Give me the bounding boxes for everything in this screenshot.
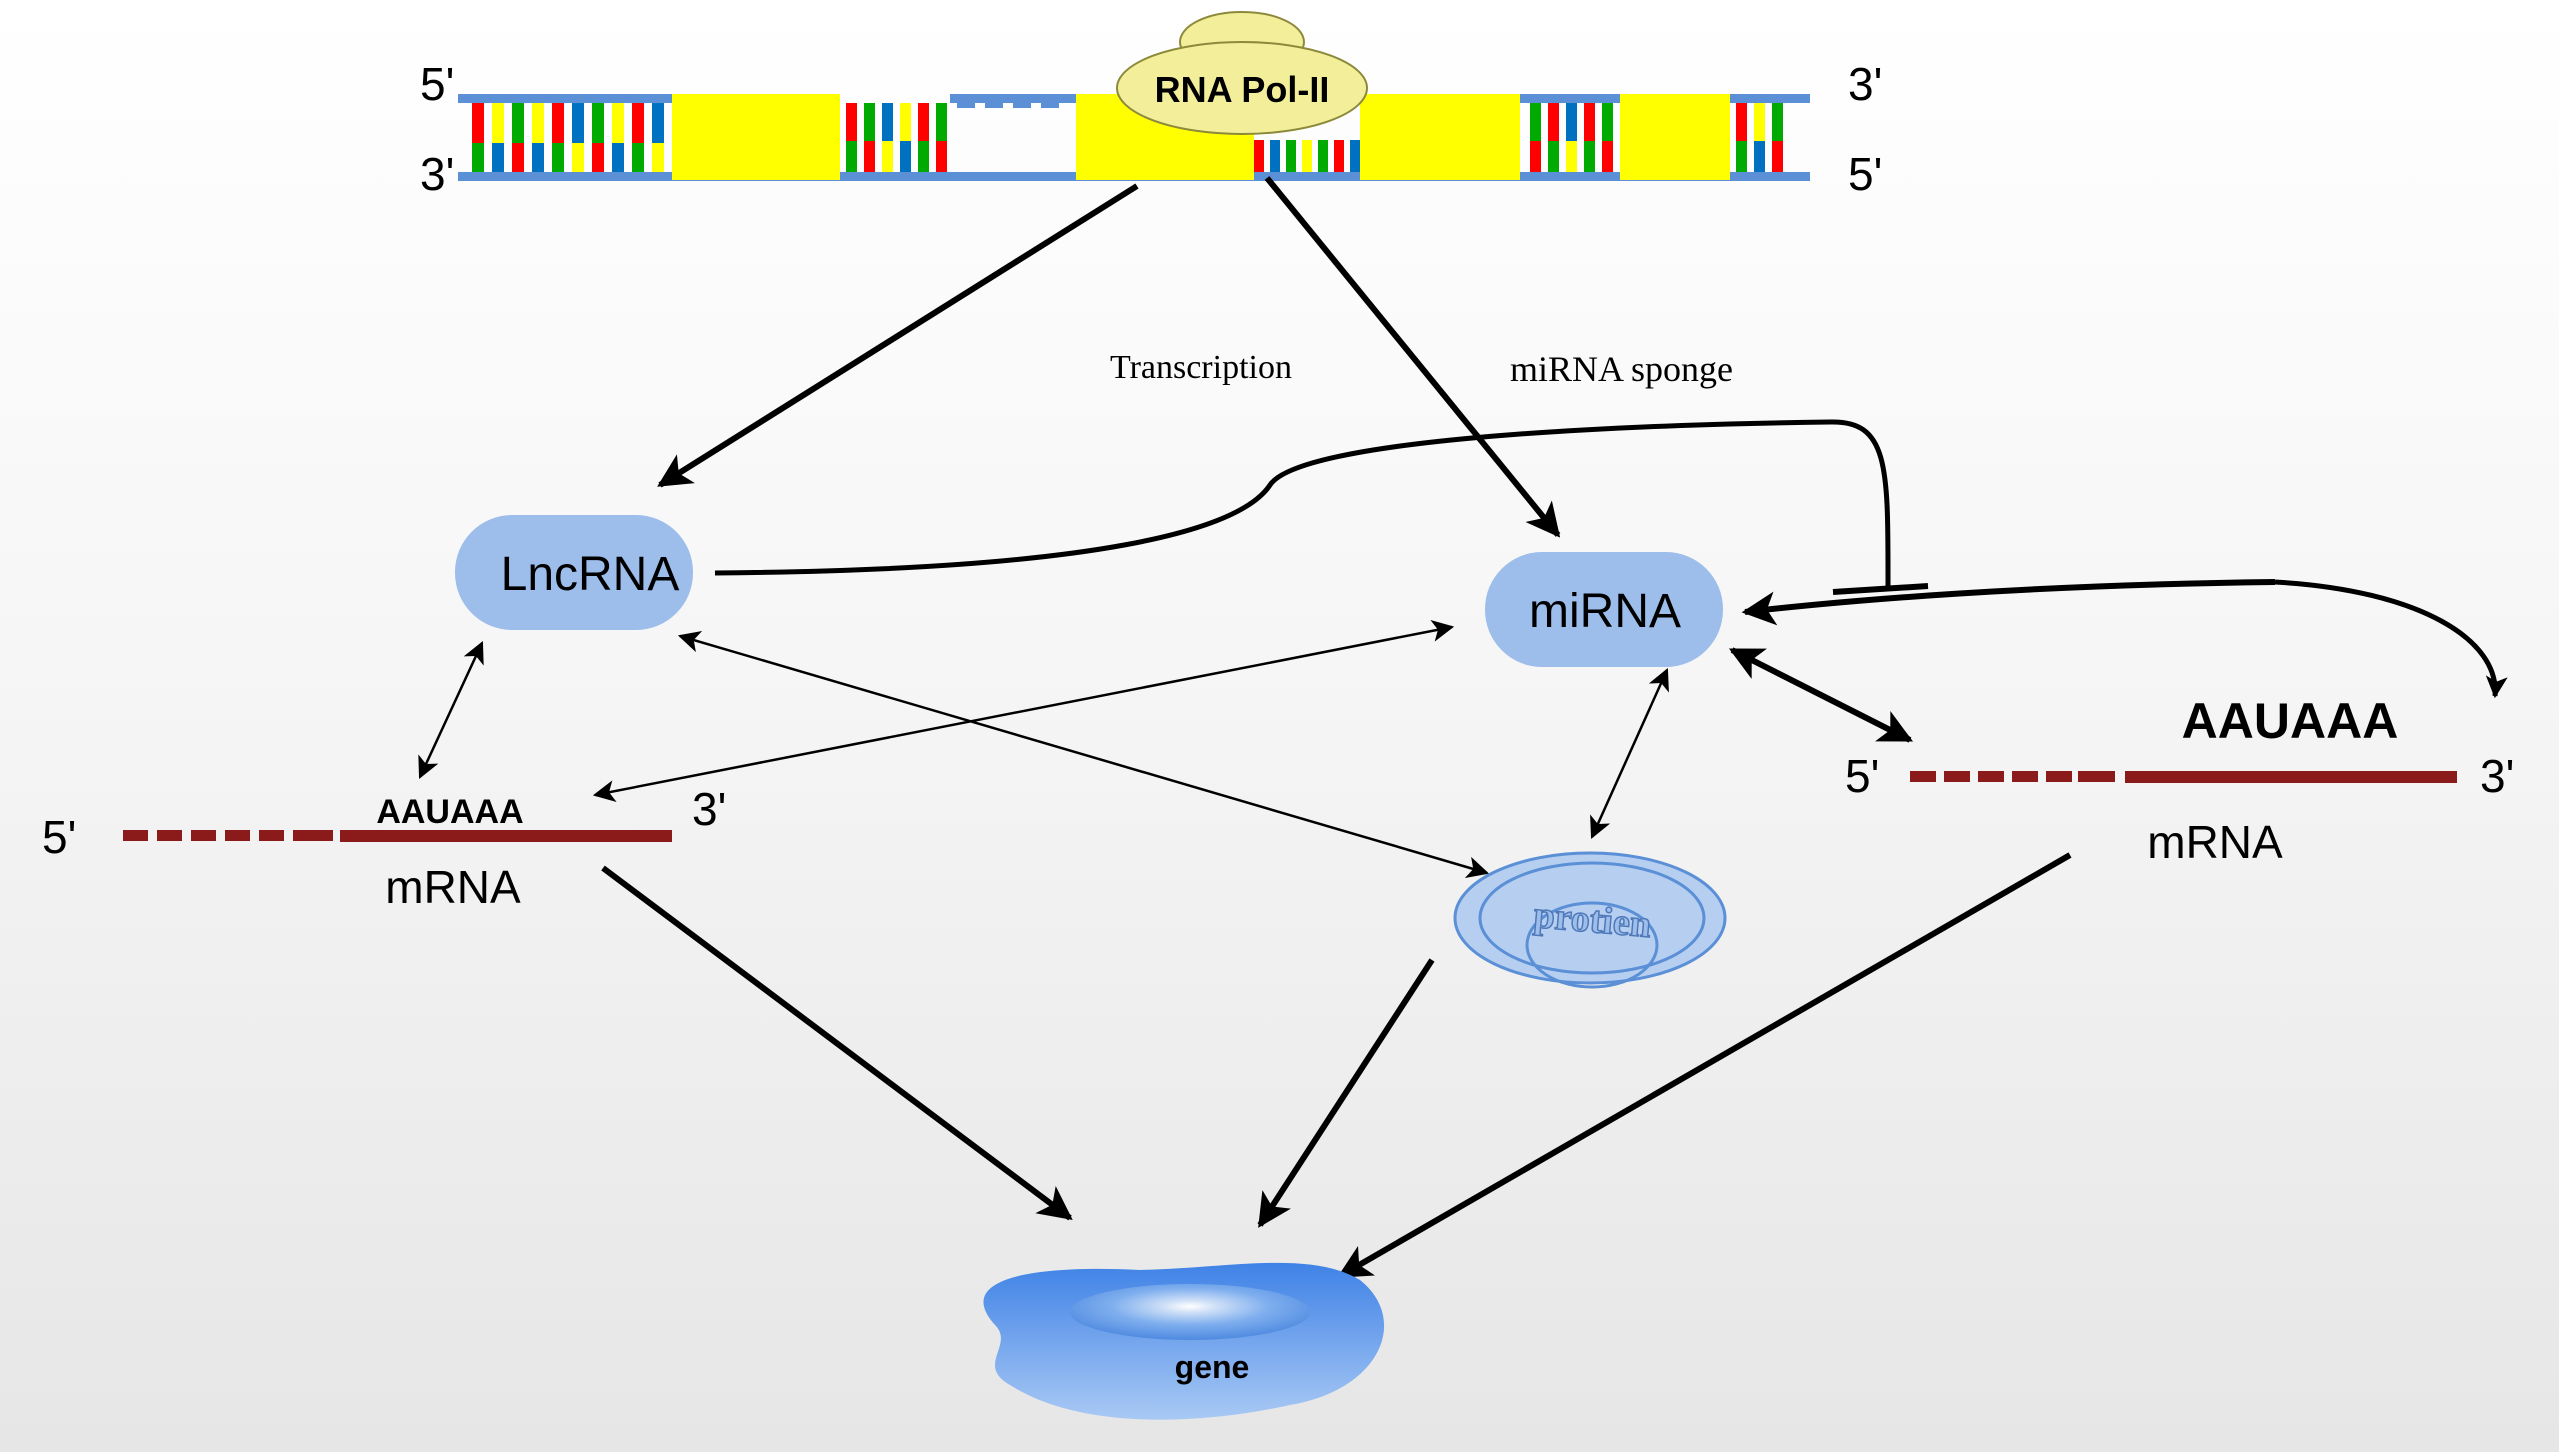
mrna-right-label: mRNA — [2147, 816, 2283, 868]
sponge-inhibition-line — [714, 419, 1891, 591]
base-pairs — [1530, 103, 1613, 172]
lncrna-node: LncRNA — [455, 515, 693, 630]
lncrna-protein-bidirectional — [677, 631, 1490, 878]
dna-bottom-right-label: 5' — [1848, 148, 1882, 200]
lncrna-mrna-bidirectional — [418, 641, 484, 779]
mrna-right: 5' 3' AAUAAA mRNA — [1845, 693, 2514, 868]
dna-bottom-left-label: 3' — [420, 148, 454, 200]
inhibition-bar — [1832, 583, 1929, 595]
base-pairs — [472, 103, 664, 172]
mrna-right-signal: AAUAAA — [2182, 693, 2399, 749]
transcription-arrow-mirna — [1264, 176, 1561, 538]
base-pairs — [1736, 103, 1783, 172]
mrna-right-strand — [2125, 771, 2457, 783]
mrna-left-five-prime: 5' — [42, 811, 76, 863]
dna-gap-dashes — [957, 96, 1059, 108]
mrna-right-five-prime: 5' — [1845, 750, 1879, 802]
gene-node: gene — [983, 1262, 1385, 1420]
mrna-loop-arrow — [2274, 579, 2508, 699]
mrna-right-to-gene-arrow — [1337, 852, 2072, 1279]
mirna-mrna-left-bidirectional — [592, 620, 1455, 802]
dna-top-strand — [458, 94, 673, 103]
base-pairs — [1254, 140, 1360, 172]
mrna-left-signal: AAUAAA — [376, 793, 523, 831]
mrna-left-three-prime: 3' — [692, 783, 726, 835]
dna-yellow-segment — [672, 94, 840, 180]
mrna-to-mirna-arrow — [1741, 579, 2276, 626]
mirna-node: miRNA — [1485, 552, 1723, 667]
protein-to-gene-arrow — [1257, 958, 1435, 1228]
connectors — [418, 176, 2508, 1279]
sponge-label: miRNA sponge — [1510, 349, 1733, 389]
transcription-label: Transcription — [1110, 349, 1292, 386]
mrna-right-dashes — [1910, 771, 2115, 782]
lncrna-label: LncRNA — [501, 548, 680, 601]
mrna-right-three-prime: 3' — [2480, 750, 2514, 802]
mrna-left-label: mRNA — [385, 861, 521, 913]
mirna-mrna-bidirectional — [1728, 647, 1914, 743]
polymerase-label: RNA Pol-II — [1155, 69, 1330, 110]
protein-node: protien — [1453, 851, 1727, 989]
dna-top-right-label: 3' — [1848, 58, 1882, 110]
gene-label: gene — [1175, 1349, 1250, 1385]
rna-polymerase-ii: RNA Pol-II — [1116, 11, 1368, 135]
base-pairs — [846, 103, 947, 172]
mrna-to-gene-arrow — [601, 865, 1073, 1221]
dna-double-helix: 5' 3' 3' 5' — [420, 58, 1882, 200]
transcription-arrow-lncrna — [657, 183, 1139, 488]
mrna-left-dashes — [123, 830, 333, 841]
mrna-left: 5' 3' AAUAAA mRNA — [42, 783, 726, 913]
mirna-protein-bidirectional — [1590, 667, 1669, 840]
dna-top-left-label: 5' — [420, 58, 454, 110]
dna-yellow-segment — [1620, 94, 1730, 180]
mrna-left-strand — [340, 830, 672, 842]
mirna-label: miRNA — [1529, 585, 1681, 638]
dna-yellow-segment — [1360, 94, 1520, 180]
